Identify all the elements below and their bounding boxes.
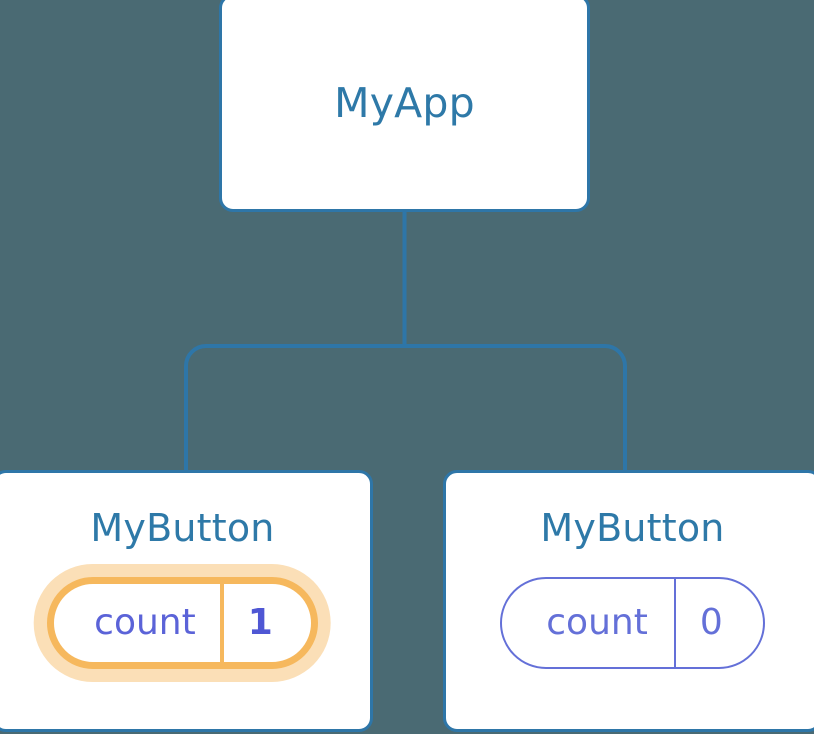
node-card-mybutton-right[interactable]: MyButton count 0 (443, 470, 814, 732)
state-key: count (94, 602, 196, 643)
state-key: count (546, 602, 648, 643)
state-pill-highlighted[interactable]: count 1 (34, 564, 331, 682)
node-title: MyApp (334, 78, 475, 127)
node-title: MyButton (540, 506, 725, 550)
state-value: 0 (673, 579, 763, 667)
edge-root-to-child-left (184, 344, 405, 474)
state-value: 1 (219, 584, 311, 662)
node-title: MyButton (90, 506, 275, 550)
state-pill[interactable]: count 0 (500, 577, 765, 669)
node-card-mybutton-left[interactable]: MyButton count 1 (0, 470, 373, 732)
edge-root-to-child-right (404, 344, 627, 474)
node-card-myapp[interactable]: MyApp (219, 0, 590, 212)
